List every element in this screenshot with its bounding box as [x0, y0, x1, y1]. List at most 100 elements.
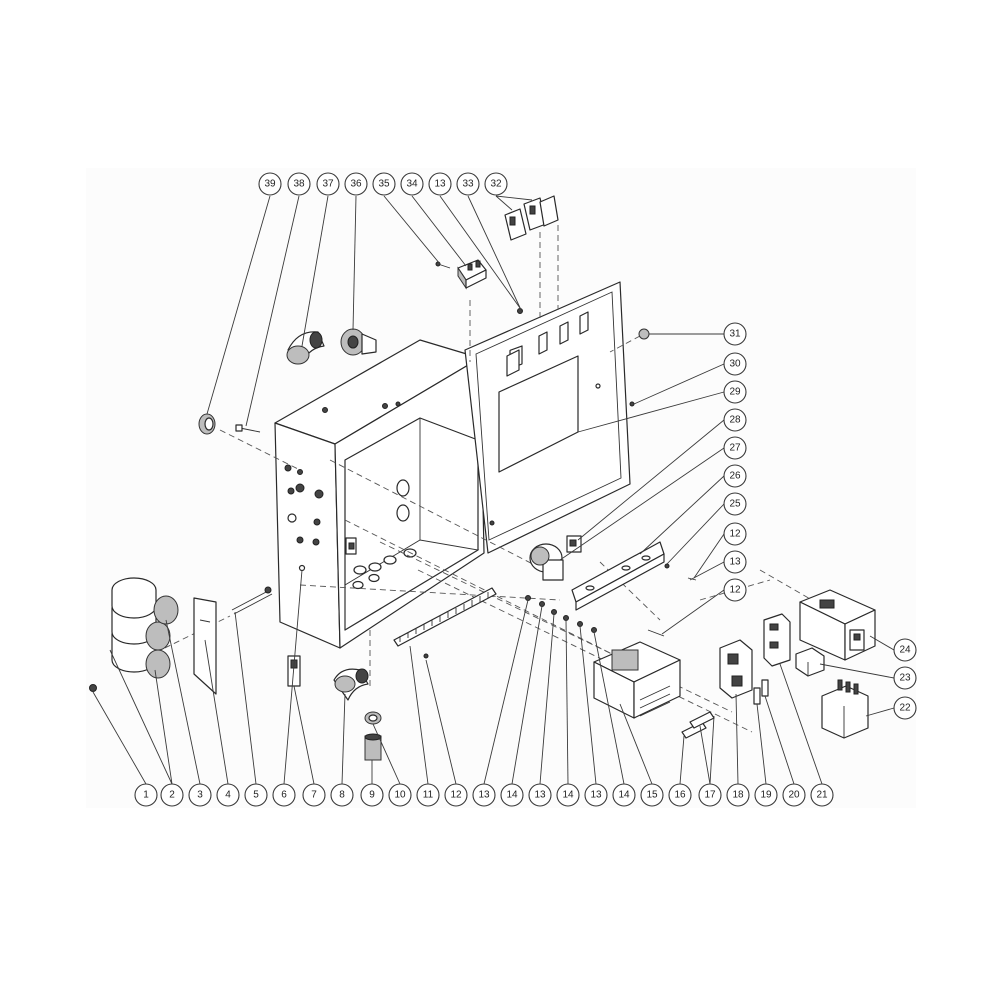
callout-circle — [400, 172, 424, 196]
callout-bubble: 9 — [360, 783, 384, 807]
callout-bubble: 31 — [723, 322, 747, 346]
callout-number: 20 — [788, 790, 800, 801]
callout-number: 3 — [197, 790, 203, 801]
overload-relay-part — [821, 679, 869, 739]
callout-circle — [344, 172, 368, 196]
callout-number: 10 — [394, 790, 406, 801]
callout-number: 15 — [646, 790, 658, 801]
callout-bubble: 15 — [640, 783, 664, 807]
callout-circle — [287, 172, 311, 196]
callout-circle — [216, 783, 240, 807]
callout-number: 14 — [562, 790, 574, 801]
door-screw-part — [629, 401, 635, 407]
callout-number: 12 — [729, 529, 741, 540]
capacitor-strap-part — [193, 597, 217, 695]
callout-circle — [360, 783, 384, 807]
callout-circle — [272, 783, 296, 807]
callout-number: 22 — [899, 703, 911, 714]
callout-bubble: 34 — [400, 172, 424, 196]
callout-bubble: 32 — [484, 172, 508, 196]
callout-bubble: 26 — [723, 464, 747, 488]
callout-bubble: 33 — [456, 172, 480, 196]
callout-number: 26 — [729, 471, 741, 482]
callout-bubble: 13 — [723, 550, 747, 574]
callout-number: 37 — [322, 179, 334, 190]
callout-bubble: 24 — [893, 638, 917, 662]
callout-bubble: 13 — [528, 783, 552, 807]
din-rail-part — [571, 541, 665, 611]
callout-number: 16 — [674, 790, 686, 801]
callout-bubble: 39 — [258, 172, 282, 196]
rail-screw-3-part — [647, 629, 665, 637]
callout-circle — [782, 783, 806, 807]
round-relay-part — [529, 543, 564, 581]
long-screw-part — [235, 424, 261, 433]
callout-number: 18 — [732, 790, 744, 801]
callout-circle — [444, 783, 468, 807]
fuses-part — [753, 679, 769, 705]
callout-number: 13 — [729, 557, 741, 568]
strain-relief-part — [364, 733, 382, 761]
callout-circle — [723, 522, 747, 546]
mount-bolt-part — [231, 586, 273, 615]
callout-number: 5 — [253, 790, 259, 801]
callout-number: 31 — [729, 329, 741, 340]
callout-number: 17 — [704, 790, 716, 801]
callout-number: 1 — [143, 790, 149, 801]
callout-bubble: 28 — [723, 408, 747, 432]
nuts-washers-part — [525, 595, 597, 633]
callout-circle — [754, 783, 778, 807]
callout-number: 28 — [729, 415, 741, 426]
callout-circle — [160, 783, 184, 807]
callout-circle — [723, 436, 747, 460]
callout-bubble: 12 — [723, 522, 747, 546]
callout-number: 7 — [311, 790, 317, 801]
callout-bubble: 12 — [723, 578, 747, 602]
callout-bubble: 36 — [344, 172, 368, 196]
callout-bubble: 20 — [782, 783, 806, 807]
callout-circle — [302, 783, 326, 807]
rocker-switches-part — [504, 195, 559, 241]
callout-bubble: 14 — [612, 783, 636, 807]
callout-number: 13 — [478, 790, 490, 801]
callout-bubble: 17 — [698, 783, 722, 807]
callout-bubble: 30 — [723, 352, 747, 376]
callout-circle — [723, 380, 747, 404]
callout-circle — [810, 783, 834, 807]
callout-bubble: 23 — [893, 666, 917, 690]
callout-circle — [500, 783, 524, 807]
callout-circle — [893, 638, 917, 662]
callout-circle — [723, 578, 747, 602]
callout-bubble: 14 — [556, 783, 580, 807]
ground-bar-part — [393, 587, 497, 647]
callout-bubble: 12 — [444, 783, 468, 807]
callout-circle — [584, 783, 608, 807]
small-screw-part — [435, 261, 451, 269]
callout-circle — [893, 666, 917, 690]
callout-circle — [723, 550, 747, 574]
callout-circle — [258, 172, 282, 196]
callout-number: 14 — [618, 790, 630, 801]
callout-number: 6 — [281, 790, 287, 801]
cord-connector-part — [340, 328, 377, 356]
callout-circle — [456, 172, 480, 196]
callout-circle — [726, 783, 750, 807]
callout-bubble: 13 — [472, 783, 496, 807]
callout-circle — [372, 172, 396, 196]
lower-elbow-fitting-part — [333, 668, 369, 701]
callout-circle — [723, 492, 747, 516]
callout-number: 13 — [434, 179, 446, 190]
callout-circle — [428, 172, 452, 196]
callout-bubble: 19 — [754, 783, 778, 807]
callout-circle — [723, 408, 747, 432]
cap-screw-part — [89, 684, 97, 692]
callout-bubble: 35 — [372, 172, 396, 196]
callout-bubble: 25 — [723, 492, 747, 516]
fuse-clips-part — [681, 711, 715, 739]
callout-circle — [388, 783, 412, 807]
rail-screw-part — [664, 563, 670, 569]
callout-circle — [134, 783, 158, 807]
